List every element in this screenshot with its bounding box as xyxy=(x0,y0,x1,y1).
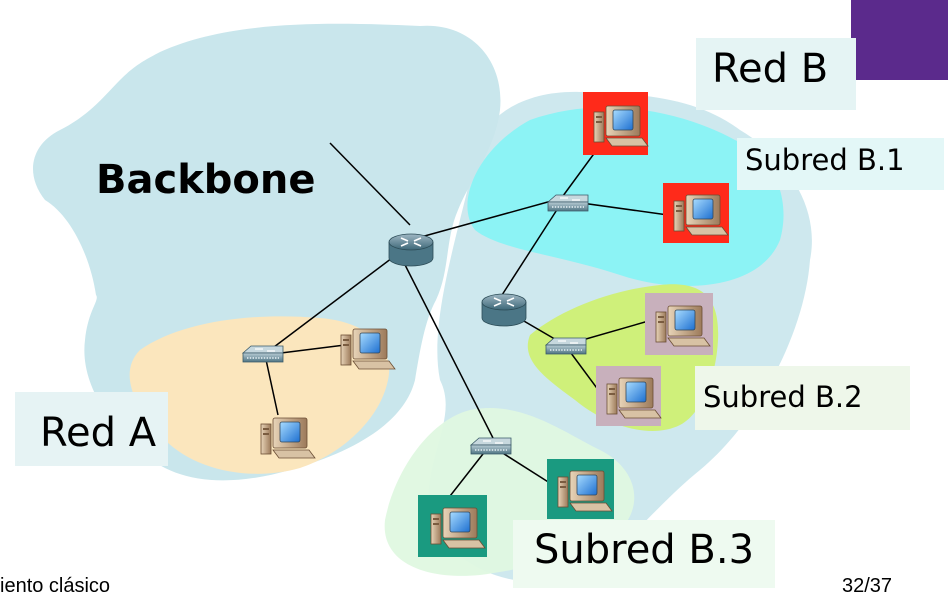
red-a-area xyxy=(129,316,390,474)
subred-b3-label-box xyxy=(513,520,775,588)
footer-title: iento clásico xyxy=(0,575,111,597)
computer-icon xyxy=(673,194,729,236)
red-a-label: Red A xyxy=(40,410,157,456)
subred-b3-label: Subred B.3 xyxy=(534,527,755,573)
page-number: 32/37 xyxy=(842,575,893,597)
red-a-hub-icon xyxy=(242,345,284,363)
subred-b1-hub-icon xyxy=(547,194,589,212)
red-b-label-box xyxy=(696,38,856,110)
computer-icon xyxy=(606,377,662,419)
subred-b2-hub-icon xyxy=(545,337,587,355)
computer-icon xyxy=(430,507,486,549)
backbone-router-icon xyxy=(388,233,434,267)
subred-b1-label-box xyxy=(737,138,944,190)
red-a-label-box xyxy=(15,392,168,466)
subred-b3-hub-icon xyxy=(470,437,512,455)
subred-b1-label: Subred B.1 xyxy=(745,143,905,177)
computer-icon xyxy=(260,417,316,459)
subred-b2-label: Subred B.2 xyxy=(703,380,863,414)
subred-b2-label-box xyxy=(695,366,910,430)
computer-icon xyxy=(340,328,396,370)
corner-accent xyxy=(851,0,948,80)
computer-icon xyxy=(655,305,711,347)
computer-icon xyxy=(557,470,613,512)
red-b-label: Red B xyxy=(712,46,829,92)
computer-icon xyxy=(593,105,649,147)
backbone-label: Backbone xyxy=(96,157,316,203)
red-b-router-icon xyxy=(481,293,527,327)
